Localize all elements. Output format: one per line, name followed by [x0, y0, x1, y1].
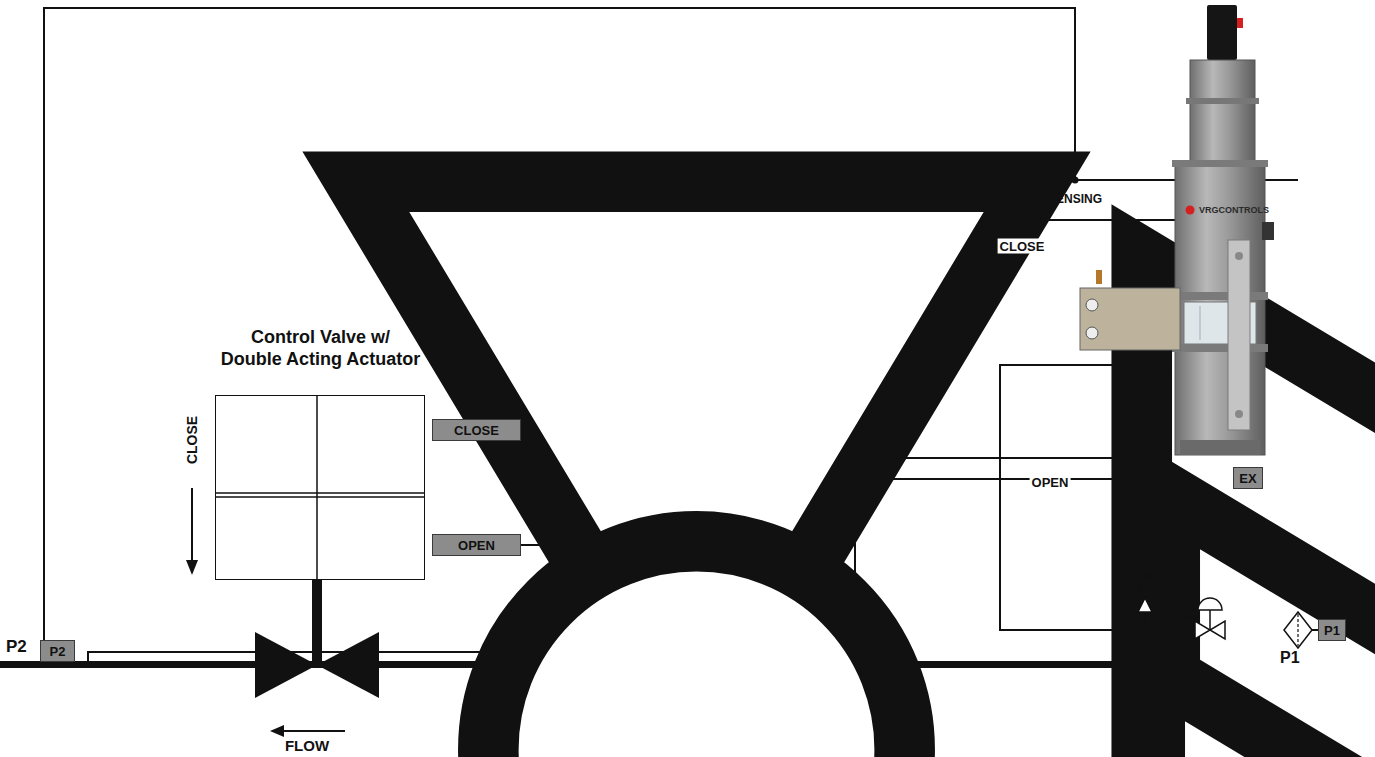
- pressure-regulator: [1209, 610, 1211, 630]
- gauge-manifold: [1096, 270, 1102, 284]
- pilot-controller: [1207, 5, 1237, 60]
- tag-label: P2: [50, 644, 66, 659]
- actuator-chambers: [216, 396, 424, 579]
- tag-label: OPEN: [458, 538, 495, 553]
- close-direction-arrow: [191, 488, 193, 562]
- sensing-label: SENSING: [1048, 192, 1102, 206]
- actuator-box: Control Valve w/ Double Acting Actuator: [215, 395, 425, 580]
- pilot-controller: [1235, 252, 1243, 260]
- pressure-regulator: [1176, 618, 1198, 636]
- relief-valve: [1130, 599, 1139, 609]
- air-filter: [1297, 614, 1298, 646]
- pilot-controller: [1186, 206, 1195, 215]
- pilot-controller: [1190, 60, 1255, 165]
- flow-arrow: [270, 725, 345, 737]
- valve-label: CLOSE: [998, 239, 1047, 254]
- valve-label: OPEN: [1030, 475, 1071, 490]
- pressure-regulator: [1172, 598, 1225, 641]
- pressure-regulator: [1198, 598, 1222, 610]
- pressure-regulator: [1210, 621, 1225, 639]
- flow-arrow: [282, 730, 345, 732]
- pilot-controller: [1200, 306, 1201, 340]
- gauge-manifold: [1086, 299, 1098, 311]
- pilot-controller: [1228, 240, 1250, 430]
- port-tag: CLOSE: [432, 419, 521, 441]
- relief-valve: [1139, 571, 1151, 598]
- pressure-regulator: [1172, 634, 1180, 641]
- close-direction-arrow: [186, 560, 198, 575]
- pressure-regulator: [1195, 621, 1210, 639]
- port-tag: OPEN: [432, 534, 521, 556]
- control-valve-body: [317, 632, 379, 698]
- sensing-manifold: [356, 182, 1037, 757]
- brand-logo-text: VRGCONTROLS: [1199, 205, 1269, 215]
- tubing-ball-valve: [1155, 668, 1375, 757]
- air-filter: [1284, 612, 1312, 648]
- pilot-controller: [1262, 222, 1274, 240]
- direction-label: CLOSE: [184, 416, 200, 464]
- flow-label: FLOW: [285, 737, 329, 754]
- flow-arrow: [270, 725, 284, 737]
- port-tag: EX: [1233, 467, 1263, 489]
- pilot-controller: [1172, 160, 1268, 167]
- pilot-controller: [1235, 410, 1243, 418]
- sensing-manifold: [1265, 179, 1298, 181]
- pilot-controller: [1172, 5, 1375, 750]
- node-heading: Control Valve w/ Double Acting Actuator: [218, 326, 423, 370]
- relief-valve: [1138, 598, 1152, 612]
- tag-label: CLOSE: [454, 423, 499, 438]
- pressure-label: P1: [1280, 649, 1300, 667]
- pilot-controller: [1172, 292, 1268, 300]
- air-filter: [1284, 612, 1318, 648]
- tag-label: P1: [1324, 623, 1340, 638]
- close-direction-arrow: [186, 488, 198, 575]
- control-valve-body: [255, 632, 317, 698]
- pressure-tag: P2: [40, 640, 75, 662]
- pilot-controller: [1186, 98, 1259, 104]
- pilot-controller-body: VRGCONTROLS: [1175, 165, 1265, 455]
- relief-valve: [1150, 572, 1158, 574]
- relief-valve: [1113, 570, 1158, 630]
- pilot-controller: [1237, 18, 1243, 28]
- relief-valve: [1113, 603, 1132, 605]
- gauge-manifold: [1080, 288, 1180, 350]
- relief-valve: [1144, 612, 1146, 630]
- gauge-manifold: [1080, 270, 1375, 757]
- tag-label: EX: [1239, 471, 1256, 486]
- pressure-label: P2: [6, 637, 27, 657]
- pilot-controller: [1172, 344, 1268, 352]
- actuator-chambers: [216, 496, 424, 498]
- gauge-manifold: [1086, 327, 1098, 339]
- pilot-controller: [1180, 440, 1260, 455]
- pressure-tag: P1: [1318, 619, 1346, 641]
- control-valve-body: [255, 580, 379, 698]
- actuator-chambers: [216, 492, 424, 494]
- actuator-chambers: [316, 396, 318, 579]
